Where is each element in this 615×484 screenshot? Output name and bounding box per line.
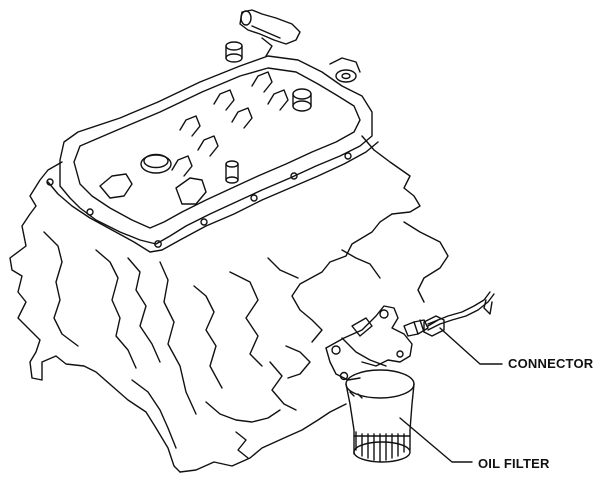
engine-block [10, 136, 448, 472]
oil-filter-leader-line [400, 418, 472, 462]
oil-filter-label: OIL FILTER [478, 456, 550, 471]
camshaft-end-tube [240, 10, 300, 56]
callout-leaders [400, 328, 502, 462]
connector-label: CONNECTOR [508, 356, 594, 371]
connector-wiring [424, 292, 494, 336]
connector-leader-line [440, 328, 502, 364]
oil-filter-body [346, 370, 414, 462]
cylinder-head-cover [47, 42, 378, 252]
oil-filter-bracket [326, 306, 428, 380]
